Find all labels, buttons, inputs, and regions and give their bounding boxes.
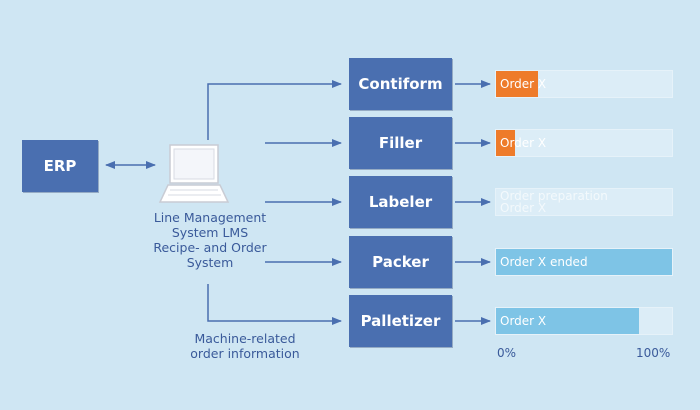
- labeler-progress-bar: Order preparation Order X: [495, 188, 673, 216]
- erp-box: ERP: [22, 140, 98, 192]
- progress-fill: [496, 71, 539, 97]
- filler-progress-bar: Order X: [495, 129, 673, 157]
- progress-text: Order X: [500, 314, 547, 328]
- lms-contiform-arrow: [207, 80, 342, 140]
- contiform-progress-bar: Order X: [495, 70, 673, 98]
- erp-label: ERP: [43, 157, 77, 175]
- progress-text: Order X ended: [500, 255, 588, 269]
- progress-fill: [496, 130, 516, 156]
- lms-palletizer-arrow: [207, 284, 342, 325]
- progress-text: Order X: [500, 77, 547, 91]
- labeler-box: Labeler: [349, 176, 452, 228]
- lms-label: Line Management System LMS Recipe- and O…: [153, 210, 267, 270]
- progress-fill: [496, 249, 672, 275]
- scale-max-label: 100%: [636, 346, 671, 360]
- scale-min-label: 0%: [497, 346, 517, 360]
- contiform-box: Contiform: [349, 58, 452, 110]
- progress-fill: [496, 308, 639, 334]
- palletizer-progress-bar: Order X: [495, 307, 673, 335]
- computer-terminal-icon: [158, 144, 230, 203]
- packer-progress-bar: Order X ended: [495, 248, 673, 276]
- progress-text: Order X: [500, 136, 547, 150]
- filler-box: Filler: [349, 117, 452, 169]
- progress-text: Order preparation Order X: [500, 189, 608, 215]
- packer-box: Packer: [349, 236, 452, 288]
- palletizer-box: Palletizer: [349, 295, 452, 347]
- machine-info-label: Machine-related order information: [190, 331, 300, 361]
